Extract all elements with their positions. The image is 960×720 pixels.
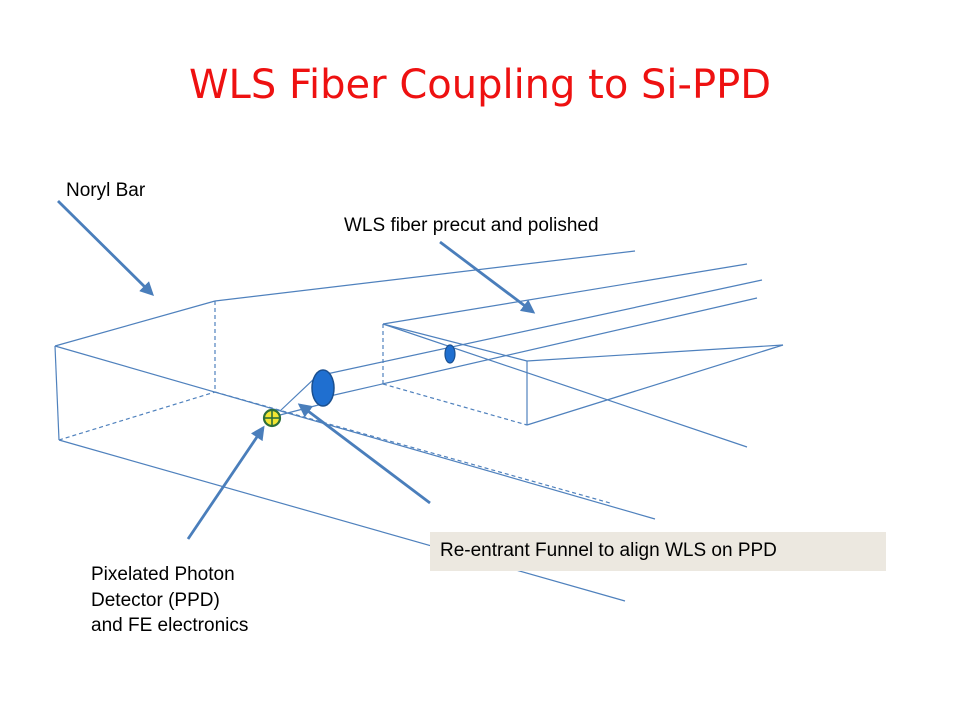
wls-fiber-lines <box>279 279 763 416</box>
fiber-box-outline <box>382 263 784 448</box>
ppd-label-line-2: Detector (PPD) <box>91 589 220 611</box>
arrow-ppd <box>186 425 265 540</box>
bar-hidden-long-edge <box>214 391 611 504</box>
ppd-label-line-1: Pixelated Photon <box>91 564 235 585</box>
bar-front-long-edge <box>54 345 656 520</box>
box-right-top-edge <box>526 344 784 362</box>
bar-top-left-edge <box>54 300 216 347</box>
wls-fiber-end <box>444 344 456 364</box>
arrow-noryl-bar <box>57 200 154 296</box>
funnel-callout-box: Re-entrant Funnel to align WLS on PPD <box>430 532 886 571</box>
slide-title: WLS Fiber Coupling to Si-PPD <box>189 62 771 108</box>
ppd-label-line-3: and FE electronics <box>91 615 249 637</box>
noryl-bar-label: Noryl Bar <box>66 180 146 201</box>
funnel-taper-top <box>279 376 317 412</box>
fiber-line-bottom <box>329 297 758 397</box>
box-back-top-edge <box>382 263 748 325</box>
box-long-edge <box>382 323 748 448</box>
pointer-arrows <box>57 200 536 540</box>
box-right-bottom-edge <box>526 344 784 426</box>
ppd-symbol <box>262 408 282 428</box>
bar-hidden-bottom-edge <box>58 391 216 441</box>
box-hidden-bottom-edge <box>382 383 528 426</box>
bar-back-top-edge <box>214 250 636 302</box>
arrow-funnel <box>297 403 431 505</box>
ppd-label: Pixelated Photon Detector (PPD) and FE e… <box>91 562 248 639</box>
arrow-wls-fiber <box>439 240 536 314</box>
bar-left-front-edge <box>54 345 60 441</box>
noryl-bar-outline <box>54 250 656 602</box>
funnel-label: Re-entrant Funnel to align WLS on PPD <box>440 540 777 561</box>
funnel-ellipse <box>311 369 335 407</box>
box-top-front-edge <box>382 323 528 362</box>
bar-bottom-long-edge <box>58 439 626 602</box>
wls-fiber-label: WLS fiber precut and polished <box>344 215 599 236</box>
fiber-line-top <box>321 279 763 376</box>
